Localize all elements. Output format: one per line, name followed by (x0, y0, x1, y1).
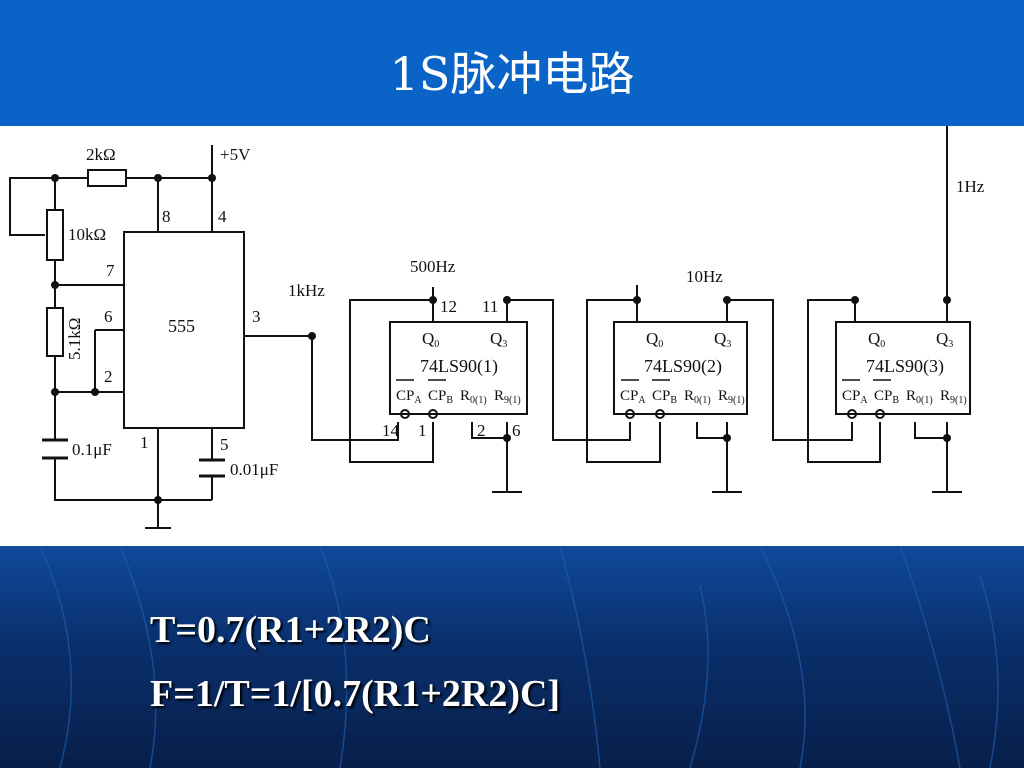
timer-555 (123, 231, 245, 429)
pin5-label: 5 (220, 435, 229, 454)
c3-r0 (914, 422, 947, 439)
counter-q3-label: Q3 (714, 329, 731, 350)
pot-wiper (9, 177, 55, 236)
c1-cpb-bubble (428, 409, 438, 419)
c2-ground (712, 422, 742, 493)
pin6-label: 6 (104, 307, 113, 326)
resistor-2k (87, 169, 127, 187)
label-c1: 0.1μF (72, 440, 112, 459)
counter-3 (835, 321, 971, 415)
c1-q0-out (420, 287, 434, 322)
c2-cpb-bubble (655, 409, 665, 419)
potentiometer-10k (46, 209, 64, 261)
c1-pin1: 1 (418, 421, 427, 440)
c1-pin11: 11 (482, 297, 498, 316)
capacitor-001u (199, 458, 225, 478)
counter-2 (613, 321, 748, 415)
label-pot: 10kΩ (68, 225, 106, 244)
counter-q3-label: Q3 (936, 329, 953, 350)
c3-cpb-bubble (875, 409, 885, 419)
circuit-svg: +5V 2kΩ 10kΩ 5.1kΩ 0.1μF 0.01μF 555 8 4 … (9, 126, 985, 529)
c1-ground (492, 422, 522, 493)
counter-cpa-label: CPA (396, 388, 422, 406)
c2-feedback (586, 299, 661, 463)
c3-ground (932, 422, 962, 493)
pin2-label: 2 (104, 367, 113, 386)
c1-pin6: 6 (512, 421, 521, 440)
background-curves (39, 546, 999, 768)
c1-pin12: 12 (440, 297, 457, 316)
c1-pin2: 2 (477, 421, 486, 440)
slide-title: 1S脉冲电路 (389, 47, 635, 101)
counter-cpb-label: CPB (428, 388, 453, 406)
label-supply: +5V (220, 145, 251, 164)
resistor-5k1 (46, 307, 64, 357)
counter-q0-label: Q0 (422, 329, 439, 350)
counter-q3-label: Q3 (490, 329, 507, 350)
label-1khz: 1kHz (288, 281, 325, 300)
counter-name-label: 74LS90(3) (866, 356, 944, 377)
counter-labels: Q0 Q3 74LS90(1) CPA CPB R0(1) R9(1) Q0 Q3 74LS90(… (396, 329, 967, 406)
counter-r0-label: R0(1) (906, 388, 933, 406)
label-1hz: 1Hz (956, 177, 985, 196)
formula-frequency: F=1/T=1/[0.7(R1+2R2)C] (150, 673, 561, 715)
counter-cpb-label: CPB (874, 388, 899, 406)
capacitor-01u (42, 438, 68, 460)
c1-feedback (349, 299, 434, 463)
counter-r9-label: R9(1) (718, 388, 745, 406)
counter-cpb-label: CPB (652, 388, 677, 406)
clk-line (244, 335, 399, 441)
c3-feedback (807, 299, 881, 463)
pin3-label: 3 (252, 307, 261, 326)
junction-dots (51, 174, 951, 504)
label-10hz: 10Hz (686, 267, 723, 286)
counter-name-label: 74LS90(2) (644, 356, 722, 377)
pin6-wire (94, 329, 124, 392)
pin7-label: 7 (106, 261, 115, 280)
label-r1: 2kΩ (86, 145, 116, 164)
counter-name-label: 74LS90(1) (420, 356, 498, 377)
label-555: 555 (168, 316, 195, 336)
counter-q0-label: Q0 (868, 329, 885, 350)
left-chain (54, 178, 212, 501)
title-bar: 1S脉冲电路 (0, 0, 1024, 126)
c2-r0 (696, 422, 727, 439)
pin1-ground (145, 428, 171, 529)
label-500hz: 500Hz (410, 257, 456, 276)
counter-q0-label: Q0 (646, 329, 663, 350)
label-c2: 0.01μF (230, 460, 278, 479)
c1-cpa-bubble (400, 409, 410, 419)
circuit-diagram: +5V 2kΩ 10kΩ 5.1kΩ 0.1μF 0.01μF 555 8 4 … (0, 126, 1024, 546)
counter-r9-label: R9(1) (940, 388, 967, 406)
counter-r0-label: R0(1) (460, 388, 487, 406)
c3-cpa-bubble (847, 409, 857, 419)
counter-cpa-label: CPA (620, 388, 646, 406)
c2-cpa-bubble (625, 409, 635, 419)
pin1-label: 1 (140, 433, 149, 452)
counter-cpa-label: CPA (842, 388, 868, 406)
pin8-label: 8 (162, 207, 171, 226)
counter-r9-label: R9(1) (494, 388, 521, 406)
c1-r0 (471, 422, 507, 439)
counter-r0-label: R0(1) (684, 388, 711, 406)
pin4-label: 4 (218, 207, 227, 226)
formula-panel: T=0.7(R1+2R2)C F=1/T=1/[0.7(R1+2R2)C] (0, 546, 1024, 768)
counter-1 (389, 321, 528, 415)
c1-pin14: 14 (382, 421, 400, 440)
formula-period: T=0.7(R1+2R2)C (150, 609, 431, 651)
label-r2: 5.1kΩ (65, 318, 84, 360)
